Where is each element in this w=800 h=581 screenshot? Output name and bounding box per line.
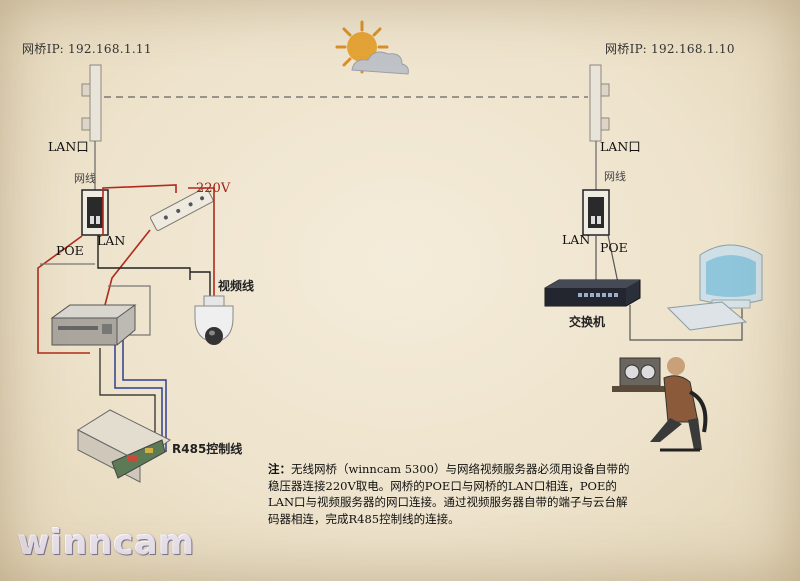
- power-strip: [149, 187, 214, 231]
- right-poe-label: POE: [600, 240, 628, 255]
- dome-camera: [194, 295, 234, 345]
- computer-monitor: [699, 244, 763, 309]
- right-poe-injector: [582, 189, 610, 236]
- right-lan-label: LAN: [562, 232, 591, 247]
- winncam-logo: winncam: [18, 523, 195, 563]
- left-lan-port-label: LAN口: [48, 139, 89, 154]
- keyboard: [666, 301, 748, 331]
- left-bridge-ip: 网桥IP: 192.168.1.11: [22, 42, 152, 56]
- rs485-cable-label: R485控制线: [172, 442, 243, 456]
- note-prefix: 注：: [268, 462, 291, 476]
- sun-cloud-icon: [335, 20, 409, 75]
- network-switch: [544, 279, 641, 307]
- operator-figure: [612, 357, 708, 452]
- video-cable-label: 视频线: [218, 279, 255, 293]
- right-bridge-ip: 网桥IP: 192.168.1.10: [605, 42, 735, 56]
- right-lan-port-label: LAN口: [600, 139, 641, 154]
- network-cable-label: 网线: [74, 172, 96, 185]
- right-wireless-bridge: [589, 64, 610, 142]
- installation-note: 注：无线网桥（winncam 5300）与网络视频服务器必须用设备自带的稳压器连…: [268, 461, 638, 527]
- note-text: 无线网桥（winncam 5300）与网络视频服务器必须用设备自带的稳压器连接2…: [268, 462, 630, 526]
- video-server: [50, 304, 137, 346]
- left-poe-label: POE: [56, 243, 84, 258]
- right-network-cable-label: 网线: [604, 170, 626, 183]
- left-lan-label: LAN: [97, 233, 126, 248]
- left-poe-injector: [81, 189, 109, 236]
- power-220v-label: 220V: [196, 181, 231, 196]
- pan-tilt-decoder: [76, 409, 171, 483]
- switch-label: 交换机: [569, 315, 606, 329]
- left-wireless-bridge: [81, 64, 102, 142]
